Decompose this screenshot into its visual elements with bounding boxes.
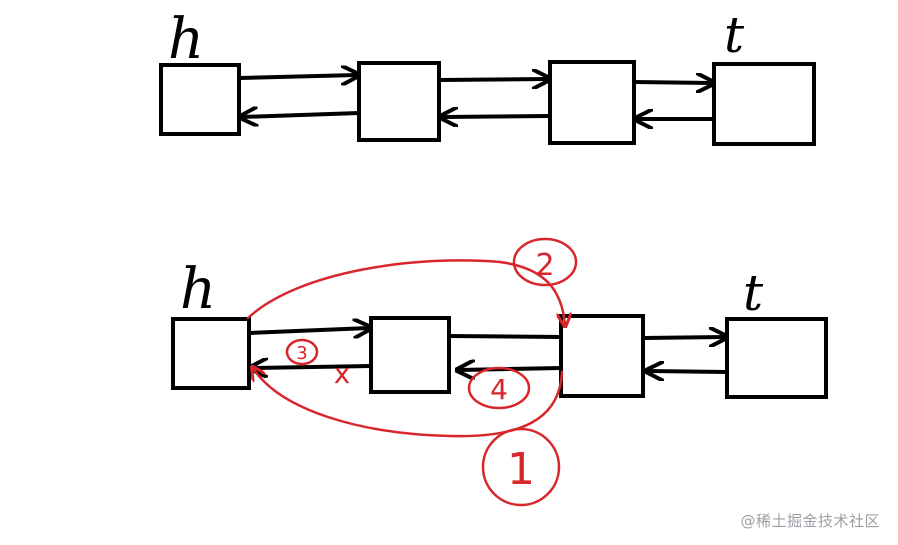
top-list: h t	[159, 6, 816, 146]
watermark: @稀土掘金技术社区	[740, 512, 880, 530]
red-annotations: 2 1 3 x 4	[246, 237, 578, 507]
step-2-circle	[512, 237, 578, 287]
top-next-arrow-1	[237, 75, 357, 78]
bottom-next-arrow-2	[447, 334, 563, 339]
step-2-arc	[246, 259, 565, 325]
bottom-next-arrow-3	[641, 337, 725, 338]
top-prev-arrow-2	[442, 116, 552, 117]
top-node-2	[357, 61, 441, 142]
bottom-tail-label: t	[743, 264, 764, 322]
cut-mark: x	[334, 357, 351, 390]
bottom-node-tail	[725, 317, 828, 399]
bottom-prev-arrow-1	[252, 366, 373, 368]
step-1-number: 1	[507, 444, 535, 495]
top-node-head	[159, 63, 241, 136]
bottom-node-3	[559, 314, 645, 398]
step-2-number: 2	[535, 248, 554, 283]
bottom-head-label: h	[180, 257, 216, 322]
bottom-next-arrow-1	[247, 328, 369, 333]
top-node-3	[548, 60, 636, 145]
bottom-node-removed	[369, 316, 451, 394]
top-next-arrow-3	[632, 82, 712, 83]
top-tail-label: t	[724, 6, 745, 64]
step-4-number: 4	[490, 373, 508, 406]
top-head-label: h	[168, 7, 204, 72]
bottom-prev-arrow-3	[648, 371, 729, 372]
top-next-arrow-2	[437, 79, 548, 80]
step-3-circle	[285, 338, 319, 366]
bottom-node-head	[171, 317, 251, 390]
step-1-arc	[253, 368, 564, 438]
step-1-circle	[481, 427, 561, 507]
step-3-number: 3	[296, 343, 307, 364]
step-4-circle	[467, 366, 531, 410]
top-node-tail	[712, 62, 816, 146]
bottom-list: h t	[171, 257, 828, 399]
top-prev-arrow-1	[242, 113, 361, 117]
